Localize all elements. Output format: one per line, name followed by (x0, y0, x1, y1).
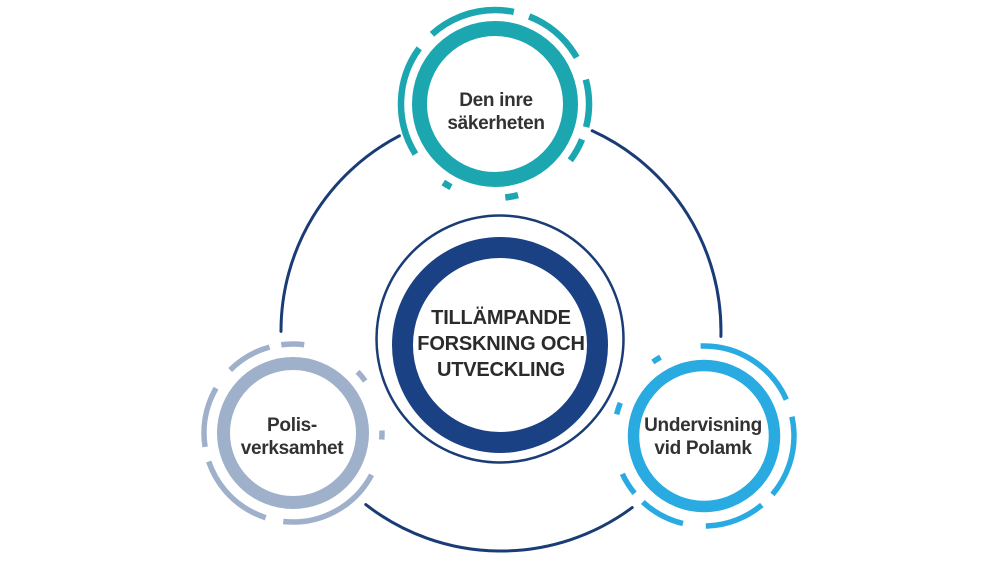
center-outline-circle (375, 214, 625, 464)
teaching-polamk-dashed-halo (611, 343, 797, 529)
outer-connecting-circle (279, 129, 723, 553)
police-operations-dashed-halo (201, 341, 385, 525)
center-node-ring (392, 237, 608, 453)
police-operations-ring (217, 357, 369, 509)
outer-arc-top-right (590, 129, 723, 338)
outer-arc-bottom (364, 503, 634, 553)
teaching-polamk-ring (627, 359, 781, 513)
inner-security-ring (412, 21, 578, 187)
outer-arc-left (279, 134, 401, 333)
inner-security-dashed-halo (397, 6, 593, 202)
